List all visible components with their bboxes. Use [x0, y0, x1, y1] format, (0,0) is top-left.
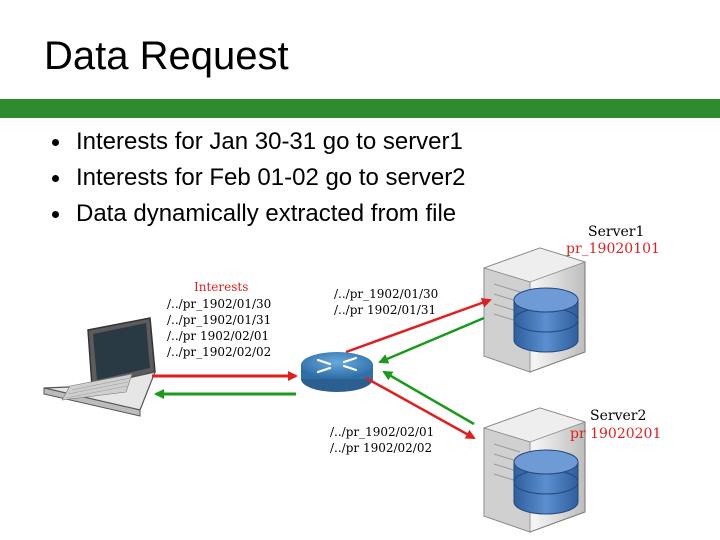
bullet-list: Interests for Jan 30-31 go to server1 In…	[52, 124, 466, 232]
router-icon	[301, 352, 373, 392]
title-underline-bar	[0, 99, 720, 118]
interests-heading: Interests	[194, 280, 248, 294]
data-arrow-server2-to-router	[382, 370, 475, 426]
server2-file: pr 19020201	[570, 426, 661, 442]
laptop-icon	[43, 317, 156, 417]
server2-name: Server2	[590, 408, 646, 424]
server1-file: pr_19020101	[566, 241, 660, 257]
server1-database-icon	[513, 287, 579, 353]
bullet-dot-icon	[52, 139, 59, 146]
laptop-interest-label: /../pr_1902/02/02	[167, 345, 271, 359]
bullet-item: Interests for Feb 01-02 go to server2	[52, 160, 466, 196]
server1-interest-label: /../pr_1902/01/30	[334, 287, 438, 301]
bullet-text: Interests for Feb 01-02 go to server2	[76, 164, 466, 191]
server2-database-icon	[513, 449, 579, 515]
bullet-dot-icon	[52, 175, 59, 182]
bullet-text: Interests for Jan 30-31 go to server1	[76, 128, 463, 155]
server1-name: Server1	[588, 224, 644, 240]
interest-arrow-router-to-server2	[365, 376, 476, 440]
laptop-interest-label: /../pr 1902/02/01	[167, 329, 269, 343]
bullet-item: Interests for Jan 30-31 go to server1	[52, 124, 466, 160]
bullet-dot-icon	[52, 211, 59, 218]
server2-interest-label: /../pr 1902/02/02	[330, 441, 432, 455]
data-arrow-server1-to-router	[378, 316, 485, 364]
bullet-item: Data dynamically extracted from file	[52, 196, 466, 232]
slide-title: Data Request	[44, 34, 289, 78]
server1-interest-label: /../pr 1902/01/31	[334, 303, 436, 317]
bullet-text: Data dynamically extracted from file	[76, 200, 457, 227]
server2-interest-label: /../pr_1902/02/01	[330, 425, 434, 439]
laptop-interest-label: /../pr_1902/01/31	[167, 313, 271, 327]
laptop-interest-label: /../pr_1902/01/30	[167, 297, 271, 311]
interest-arrow-router-to-server1	[345, 298, 492, 354]
